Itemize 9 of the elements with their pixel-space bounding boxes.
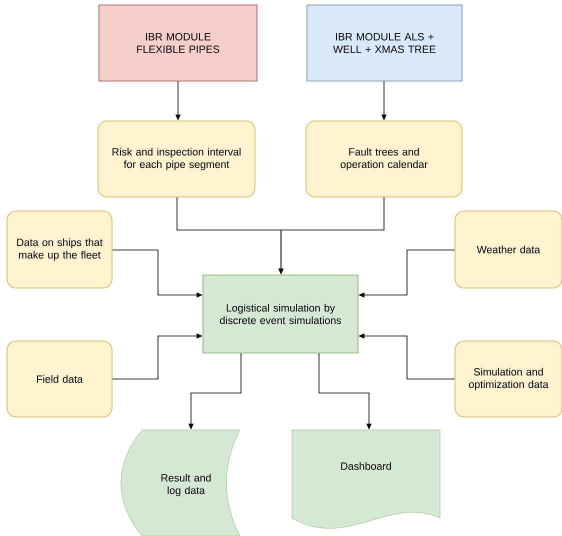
module-box: IBR MODULE FLEXIBLE PIPES	[98, 4, 258, 82]
module-box: IBR MODULE ALS + WELL + XMAS TREE	[306, 4, 462, 82]
input-box: Simulation and optimization data	[454, 340, 562, 418]
input-box: Field data	[6, 340, 112, 418]
input-box: Fault trees and operation calendar	[306, 120, 462, 198]
process-box: Logistical simulation by discrete event simulations	[202, 274, 358, 354]
input-box: Weather data	[454, 210, 562, 288]
input-box: Data on ships that make up the fleet	[6, 210, 112, 288]
input-box: Risk and inspection interval for each pipe segment	[98, 120, 256, 198]
